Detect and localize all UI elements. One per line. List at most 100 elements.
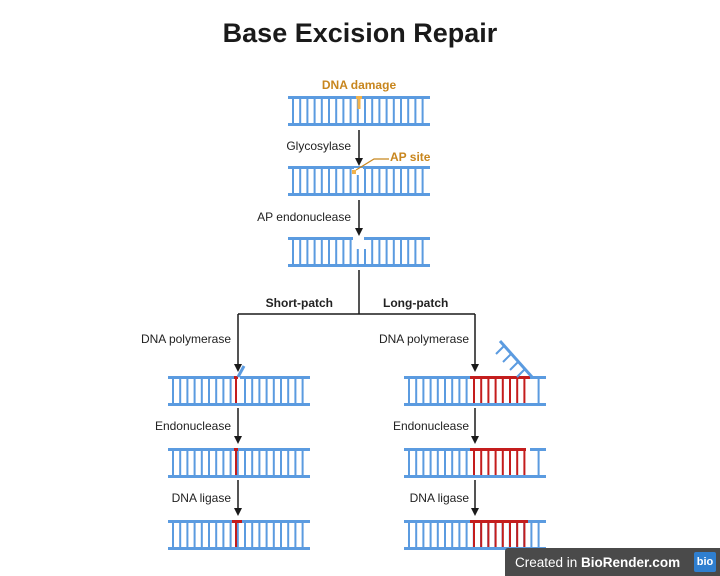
base-rung xyxy=(320,169,323,193)
base-rung xyxy=(342,240,345,264)
base-rung xyxy=(530,523,533,547)
base-rung xyxy=(179,523,182,547)
base-rung xyxy=(537,523,540,547)
top-backbone xyxy=(168,448,310,451)
base-rung xyxy=(193,523,196,547)
base-rung xyxy=(172,379,174,403)
base-rung xyxy=(335,240,338,264)
long-endonuclease-label: Endonuclease xyxy=(393,419,469,433)
short-dna-endonuclease xyxy=(168,448,310,478)
ap-site-marker xyxy=(352,170,356,174)
top-backbone xyxy=(530,376,546,379)
base-rung xyxy=(251,451,254,475)
base-rung xyxy=(422,523,425,547)
base-rung xyxy=(301,523,304,547)
base-rung xyxy=(280,379,282,403)
base-rung xyxy=(335,99,338,123)
base-rung xyxy=(292,240,294,264)
base-rung xyxy=(179,451,182,475)
bottom-backbone xyxy=(168,475,310,478)
long-repair-base xyxy=(516,451,519,475)
base-rung xyxy=(265,379,268,403)
base-rung xyxy=(280,451,282,475)
short-dna-polymerase xyxy=(168,376,310,406)
biorender-footer[interactable]: Created in BioRender.com bio xyxy=(505,548,720,576)
top-backbone xyxy=(288,237,353,240)
base-rung xyxy=(436,451,439,475)
long-flap-base xyxy=(516,368,526,378)
long-ligated-base xyxy=(487,523,490,547)
base-rung xyxy=(229,451,232,475)
ap-site-pointer xyxy=(355,158,389,171)
long-repair-base xyxy=(509,451,511,475)
base-rung xyxy=(328,99,330,123)
long-repair-base xyxy=(501,451,504,475)
base-rung xyxy=(378,99,381,123)
ap-site-label: AP site xyxy=(390,150,431,164)
long-repair-backbone xyxy=(470,448,526,451)
base-rung xyxy=(342,99,345,123)
base-rung xyxy=(371,99,374,123)
base-rung xyxy=(306,240,309,264)
top-backbone xyxy=(530,448,546,451)
long-repair-base xyxy=(487,379,490,403)
base-rung xyxy=(429,379,432,403)
base-rung xyxy=(436,523,439,547)
base-rung xyxy=(444,379,446,403)
base-rung xyxy=(385,169,388,193)
base-rung xyxy=(186,523,189,547)
base-rung xyxy=(272,451,275,475)
base-rung xyxy=(244,451,246,475)
long-ligated-base xyxy=(473,523,475,547)
base-rung xyxy=(407,99,410,123)
base-rung xyxy=(294,523,297,547)
base-rung xyxy=(349,99,352,123)
base-rung xyxy=(287,451,290,475)
long-ligated-backbone xyxy=(470,520,528,523)
long-repair-base xyxy=(516,379,519,403)
base-rung xyxy=(306,169,309,193)
long-patch-label: Long-patch xyxy=(383,296,448,310)
base-rung xyxy=(320,240,323,264)
short-repair-backbone xyxy=(234,376,238,379)
base-rung xyxy=(229,379,232,403)
base-rung xyxy=(320,99,323,123)
dna-nicked xyxy=(288,237,430,267)
base-rung xyxy=(408,379,410,403)
bottom-backbone xyxy=(404,403,546,406)
glycosylase-label: Glycosylase xyxy=(286,139,351,153)
long-ligated-base xyxy=(523,523,526,547)
base-rung xyxy=(378,240,381,264)
long-repair-base xyxy=(523,379,526,403)
base-rung xyxy=(429,523,432,547)
bottom-backbone xyxy=(404,475,546,478)
base-rung xyxy=(200,379,203,403)
base-rung xyxy=(244,523,246,547)
base-rung xyxy=(537,451,540,475)
base-rung xyxy=(458,451,461,475)
short-patch-label: Short-patch xyxy=(266,296,333,310)
top-backbone xyxy=(364,237,430,240)
base-rung xyxy=(407,169,410,193)
footer-text: Created in BioRender.com xyxy=(515,554,681,570)
base-rung xyxy=(400,99,402,123)
base-rung xyxy=(265,451,268,475)
long-repair-base xyxy=(501,379,504,403)
base-rung xyxy=(392,99,395,123)
base-rung xyxy=(364,99,366,123)
long-ligase-label: DNA ligase xyxy=(410,491,470,505)
base-rung xyxy=(422,451,425,475)
base-rung xyxy=(299,99,302,123)
long-repair-base xyxy=(480,451,483,475)
base-rung xyxy=(299,169,302,193)
long-repair-base xyxy=(494,379,497,403)
base-rung xyxy=(215,379,218,403)
base-rung xyxy=(200,523,203,547)
bottom-backbone xyxy=(168,403,310,406)
base-rung xyxy=(356,99,359,123)
base-rung xyxy=(258,451,261,475)
base-rung xyxy=(415,451,418,475)
base-rung xyxy=(236,523,239,547)
base-rung xyxy=(421,169,424,193)
